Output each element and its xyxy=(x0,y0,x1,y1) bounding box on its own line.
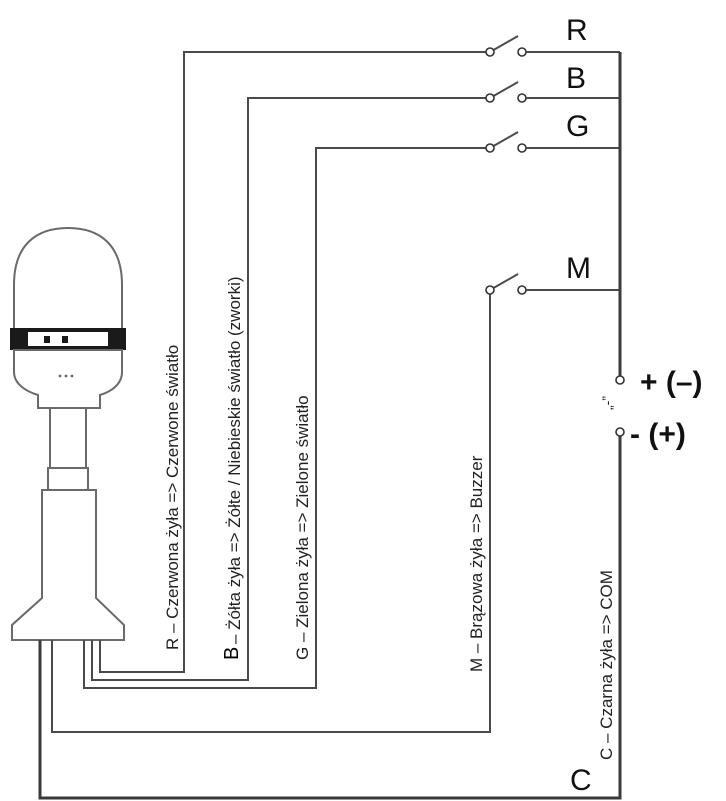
switch-m xyxy=(485,273,620,295)
wires xyxy=(38,51,622,800)
switch-label-m: M xyxy=(566,252,591,285)
power-minus-label: - (+) xyxy=(630,418,686,451)
switch-label-r: R xyxy=(566,14,588,47)
wire-label-m: M – Brązowa żyła => Buzzer xyxy=(467,455,486,672)
signal-tower xyxy=(10,226,126,641)
switch-label-b: B xyxy=(566,62,586,95)
housing-dot-1 xyxy=(58,374,62,378)
lamp-band-dot-2 xyxy=(62,336,68,343)
switches xyxy=(485,35,620,295)
lamp-pole xyxy=(49,407,87,469)
wire-m xyxy=(51,290,491,733)
wire-label-g: G – Zielona żyła => Zielone światło xyxy=(293,395,312,660)
wire-label-b-prefix: B xyxy=(221,647,243,660)
power-plus-label: + (–) xyxy=(640,366,703,399)
wire-c xyxy=(38,434,622,800)
switch-b xyxy=(485,81,620,103)
wire-b xyxy=(91,97,490,681)
switch-g xyxy=(485,131,620,153)
wire-label-c-quote: „-” xyxy=(599,396,615,410)
switch-label-g: G xyxy=(566,110,589,143)
switch-r xyxy=(485,35,620,57)
wire-r xyxy=(99,51,490,673)
housing-dot-3 xyxy=(70,374,74,378)
wire-label-r: R – Czerwona żyła => Czerwone światło xyxy=(163,345,182,650)
housing-dot-2 xyxy=(64,374,68,378)
lamp-band-dot-1 xyxy=(44,336,50,343)
wire-g xyxy=(83,147,490,689)
terminal-plus xyxy=(615,375,625,385)
lamp-base xyxy=(11,489,125,641)
wire-label-c: C – Czarna żyła => COM xyxy=(597,570,616,760)
wire-label-b: – Żółta żyła => Żółte / Niebieskie świat… xyxy=(225,276,244,644)
lamp-pole-lower xyxy=(47,467,89,491)
common-label: C xyxy=(570,764,592,797)
lamp-housing xyxy=(13,349,123,409)
terminal-minus xyxy=(615,427,625,437)
lamp-dome xyxy=(13,226,123,331)
